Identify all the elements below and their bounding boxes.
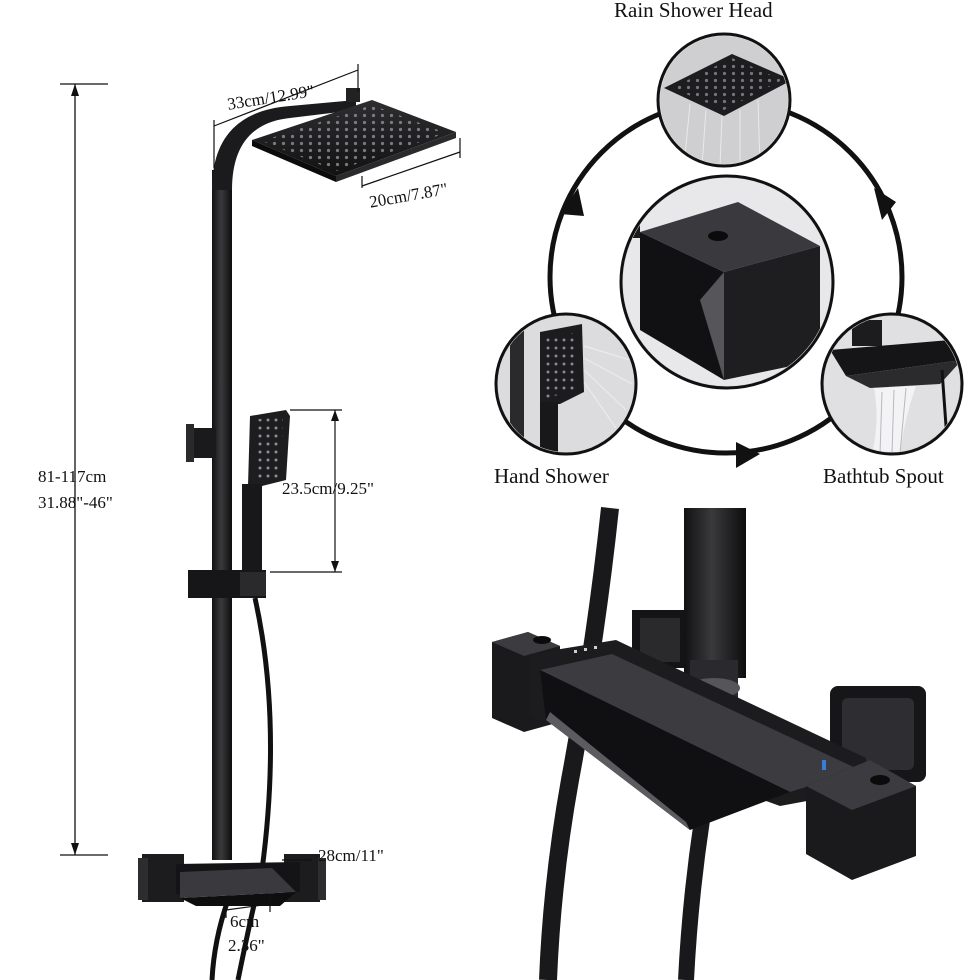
valve-closeup-circle: [619, 174, 835, 390]
shower-arm: [212, 100, 356, 190]
height-dimension-line: [60, 83, 108, 856]
hose: [235, 597, 274, 980]
rain-head-closeup-circle: [656, 32, 792, 168]
head-width-dimension-line: [213, 64, 359, 168]
head-depth-dimension-line: [361, 138, 461, 188]
rain-shower-head-caption: Rain Shower Head: [614, 0, 773, 22]
bathtub-spout-closeup-circle: [820, 312, 964, 456]
hand-shower-dimension-line: [270, 409, 342, 573]
hand-shower-length-label: 23.5cm/9.25": [282, 479, 374, 498]
spout-dimension-line: [225, 896, 271, 918]
height-range-in-label: 31.88"-46": [38, 493, 113, 512]
hand-shower-drawing: [242, 410, 290, 570]
riser-pipe: [212, 170, 232, 860]
hand-shower-closeup-circle: [494, 312, 638, 456]
hand-shower-caption: Hand Shower: [494, 464, 609, 488]
mixer-width-label: 28cm/11": [318, 846, 384, 865]
bathtub-spout-caption: Bathtub Spout: [823, 464, 944, 488]
spout-cm-label: 6cm: [230, 912, 260, 931]
height-range-cm-label: 81-117cm: [38, 467, 107, 486]
spout-in-label: 2.36": [228, 936, 265, 955]
mixer-valve-drawing: [138, 854, 326, 906]
wall-bracket-upper: [190, 428, 216, 458]
rain-shower-head-drawing: [252, 100, 456, 182]
mixer-closeup-illustration: [482, 500, 980, 980]
